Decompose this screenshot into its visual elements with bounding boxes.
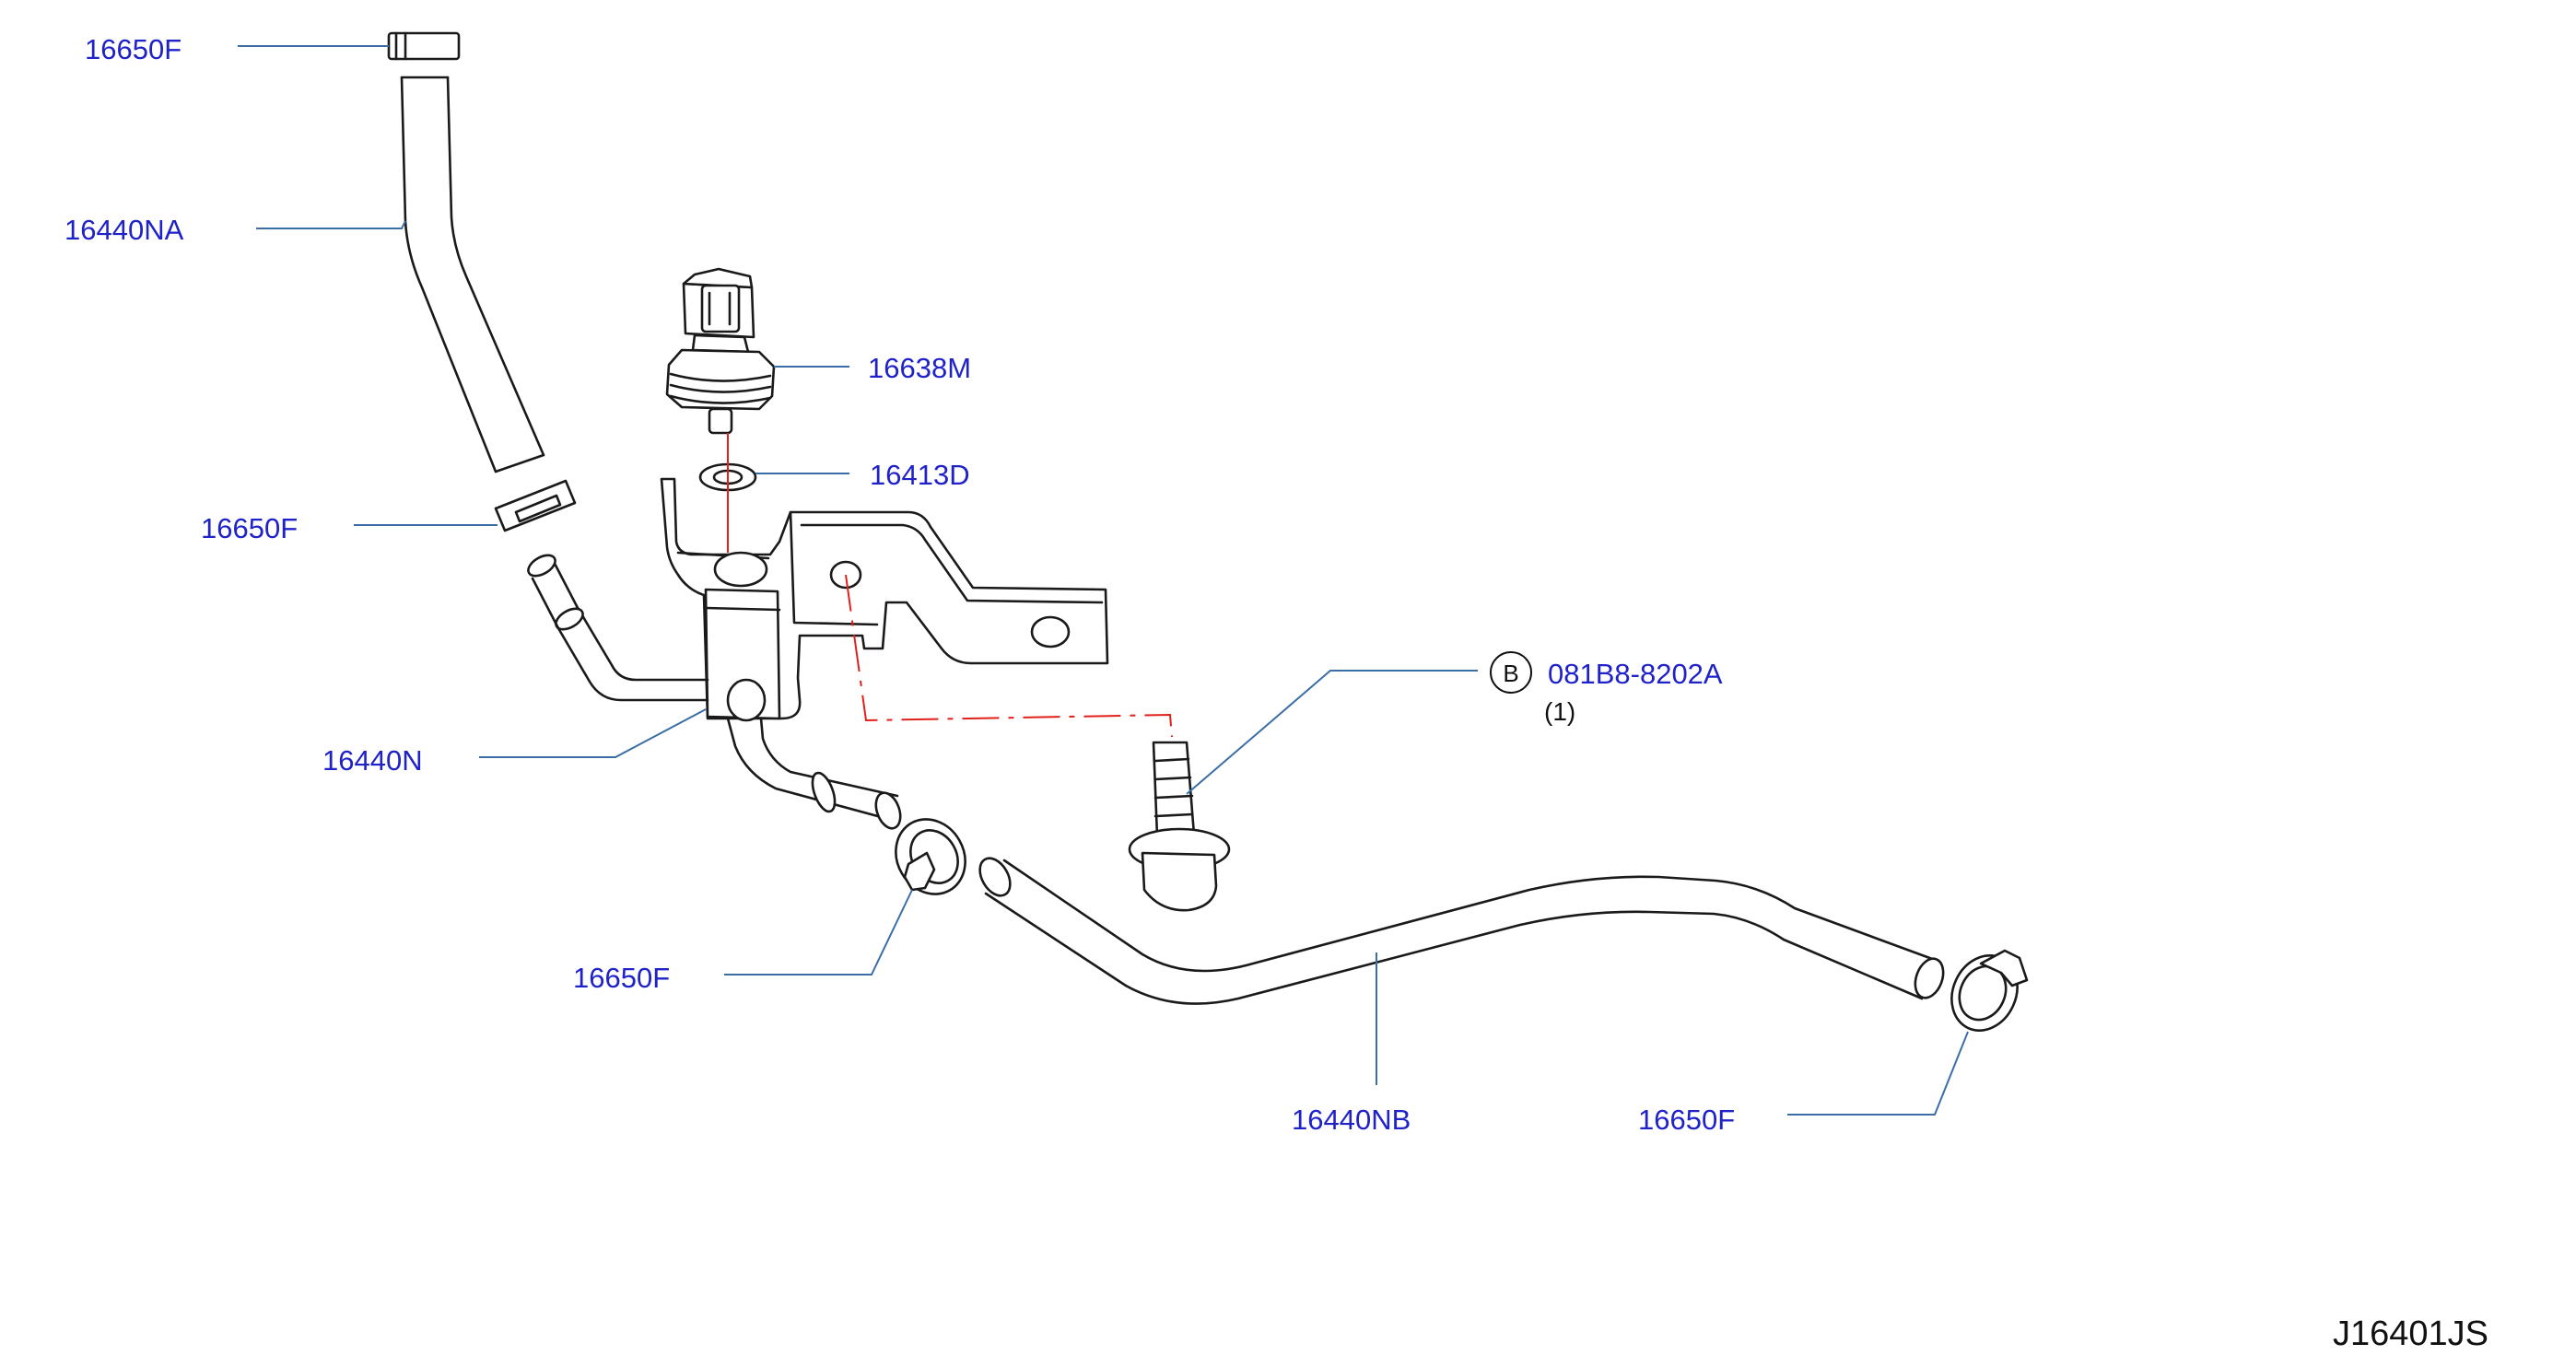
callout-hose-upper: 16440NA bbox=[64, 214, 184, 246]
callout-washer: 16413D bbox=[870, 459, 970, 491]
hose-lower-part bbox=[978, 857, 1945, 1005]
leader-pipe-assembly bbox=[479, 708, 707, 758]
callout-hose-lower: 16440NB bbox=[1292, 1104, 1411, 1136]
bolt-part bbox=[1128, 741, 1231, 912]
leader-lines bbox=[238, 45, 1969, 1116]
bolt-axis-line bbox=[845, 574, 1173, 738]
callout-sensor: 16638M bbox=[868, 352, 971, 384]
callout-clamp-lower-left: 16650F bbox=[573, 962, 670, 994]
sensor-part bbox=[665, 267, 776, 435]
leader-clamp-lower-left bbox=[724, 889, 913, 976]
leader-clamp-lower-right bbox=[1787, 1031, 1969, 1116]
callout-bolt-qty: (1) bbox=[1544, 697, 1575, 726]
bolt-mark-label: B bbox=[1503, 660, 1518, 687]
callout-clamp-mid-left: 16650F bbox=[201, 512, 298, 544]
leader-hose-upper bbox=[256, 220, 406, 229]
clamp-mid-left-part bbox=[494, 479, 577, 532]
callout-pipe-assembly: 16440N bbox=[322, 744, 423, 777]
clamp-lower-left-part bbox=[895, 818, 966, 895]
bolt-mark-circle: B bbox=[1490, 651, 1532, 694]
diagram-id: J16401JS bbox=[2333, 1314, 2488, 1353]
callout-clamp-top: 16650F bbox=[85, 33, 181, 65]
leader-bolt bbox=[1186, 670, 1478, 795]
callout-bolt: 081B8-8202A bbox=[1548, 658, 1723, 690]
hose-upper-part bbox=[400, 76, 545, 473]
clamp-top-part bbox=[387, 31, 461, 61]
callout-clamp-lower-right: 16650F bbox=[1638, 1104, 1735, 1136]
pipe-assembly-part bbox=[527, 477, 1109, 830]
clamp-lower-right-part bbox=[1950, 949, 2029, 1032]
